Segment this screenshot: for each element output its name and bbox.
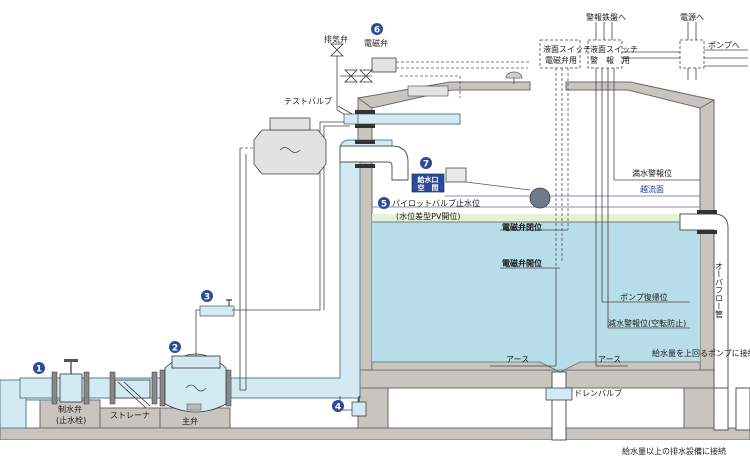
solenoid-valve-body <box>371 57 397 73</box>
strainer-body <box>114 379 151 399</box>
overflow-pipe-shape <box>679 213 729 389</box>
pilot-stop-label-2: (水位差型PV開位) <box>396 211 461 221</box>
exhaust-valve-label: 排気弁 <box>324 34 348 44</box>
control-valve-body <box>59 373 83 403</box>
tank-roof-right <box>565 81 716 109</box>
alarm-float-switch-box <box>587 39 623 69</box>
tank-roof-left <box>356 81 531 109</box>
float-switch-alarm-label-1: 液面スイッチ <box>590 44 638 54</box>
float-switch-alarm-label-2: 警 報 用 <box>590 55 630 65</box>
drain-valve-label: ドレンバルブ <box>574 388 622 398</box>
float-switch-solenoid-label-2: 電磁弁用 <box>545 55 577 65</box>
solenoid-open-label: 電磁弁開位 <box>502 258 542 268</box>
drain-connection-label: 給水量以上の排水設備に接続 <box>622 446 726 456</box>
tank-floor <box>357 369 715 389</box>
marker-7: 7 <box>420 157 432 170</box>
pilot-line-3 <box>239 148 246 391</box>
marker-4: 4 <box>332 400 344 413</box>
float-switch-solenoid-label-1: 液面スイッチ <box>543 44 591 54</box>
earth-label-2: アース <box>598 355 621 364</box>
drain-pipe <box>551 371 567 441</box>
marker-2-text: 2 <box>172 344 178 354</box>
marker-4-text: 4 <box>335 403 341 413</box>
power-box <box>679 39 705 69</box>
exhaust-valve-icon <box>330 43 344 57</box>
overflow-surface-label: 越流面 <box>640 184 664 194</box>
pump-restart-label: ポンプ復帰位 <box>620 292 668 302</box>
pump-connection-label: 給水量を上回るポンプに接続 <box>652 348 750 358</box>
marker-5: 5 <box>378 197 390 210</box>
control-valve-label-2: (止水栓) <box>56 415 86 425</box>
earth-label-1: アース <box>506 355 529 364</box>
test-valve <box>343 113 359 125</box>
marker-2: 2 <box>169 341 181 354</box>
overflow-pipe-label: オーバフロー管 <box>715 262 724 319</box>
inlet-tag-text-1: 給水口 <box>418 175 439 184</box>
solenoid-close-label: 電磁弁閉位 <box>502 222 542 232</box>
marker-6: 6 <box>371 23 383 36</box>
solenoid-valve-label: 電磁弁 <box>364 38 388 48</box>
water-surface-band <box>372 214 700 222</box>
float-ball <box>529 187 551 209</box>
tank-inlet-elbow <box>339 145 409 181</box>
to-power-label: 電源へ <box>680 13 704 22</box>
ground-slab <box>0 427 750 441</box>
test-valve-label: テストバルブ <box>284 96 332 106</box>
roof-vent <box>505 71 523 79</box>
pilot-stop-label-1: パイロットバルブ止水位 <box>392 198 480 208</box>
marker-5-text: 5 <box>381 200 387 210</box>
tank-pilot-valve <box>445 167 467 183</box>
pilot-valve-body <box>253 129 327 175</box>
tank-water <box>372 222 700 370</box>
marker-3: 3 <box>201 290 213 303</box>
control-valve-label-1: 制水弁 <box>58 404 82 414</box>
to-alarm-label: 警報鉄盤へ <box>586 12 626 22</box>
pilot-line-2 <box>232 121 350 311</box>
to-pump-label: ポンプへ <box>708 41 740 50</box>
marker-1: 1 <box>33 362 45 375</box>
low-alarm-label: 減水警報位(空転防止) <box>608 318 686 328</box>
marker-3-text: 3 <box>204 293 210 303</box>
marker-6-text: 6 <box>374 26 380 36</box>
valve-4 <box>351 401 367 417</box>
solenoid-float-switch-box <box>539 39 581 69</box>
tank-leg-2 <box>683 387 715 429</box>
inlet-tag-text-2: 空 間 <box>418 183 439 192</box>
tank-right-wall <box>699 99 715 389</box>
pier-1 <box>39 399 101 429</box>
marker-1-text: 1 <box>36 365 42 375</box>
full-alarm-label: 満水警報位 <box>632 168 672 178</box>
pilot-line-1 <box>195 309 208 356</box>
ground-below <box>0 440 750 469</box>
control-valve-handle <box>64 359 78 362</box>
marker-7-text: 7 <box>423 160 429 170</box>
main-valve-label: 主弁 <box>182 416 198 426</box>
strainer-label: ストレーナ <box>110 411 150 420</box>
inlet-space-tag <box>411 173 445 193</box>
main-valve-body <box>164 353 227 413</box>
